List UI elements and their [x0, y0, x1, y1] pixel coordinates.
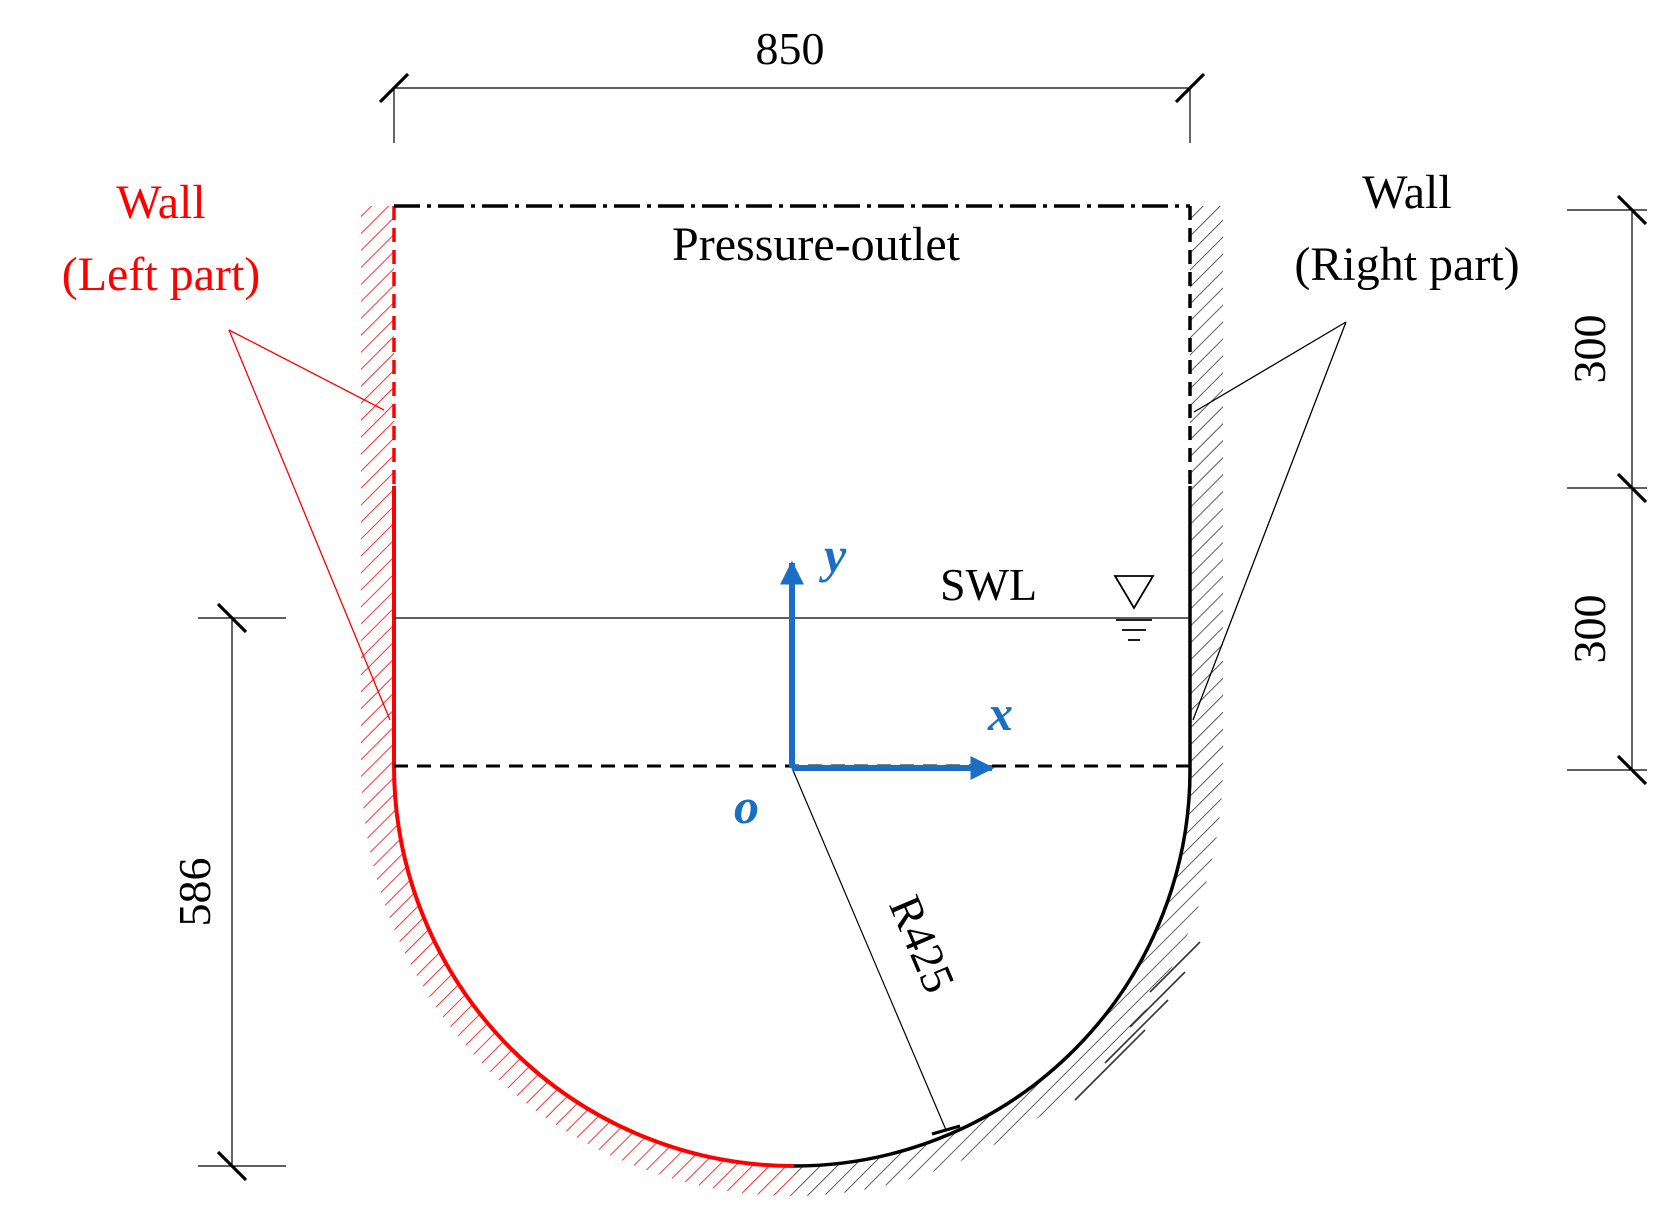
left-wall-leaders	[228, 329, 391, 721]
right-wall	[793, 206, 1192, 1168]
pressure-outlet-label: Pressure-outlet	[672, 218, 961, 271]
left-wall	[392, 206, 795, 1168]
right-wall-extra-hatch	[1074, 941, 1201, 1101]
radius-label: R425	[879, 888, 965, 1000]
swl-marker-icon	[1113, 575, 1155, 641]
height-dimension	[1567, 194, 1648, 786]
left-wall-label-line2: (Left part)	[62, 248, 261, 301]
x-axis-label: x	[987, 685, 1013, 741]
depth-dimension	[198, 602, 286, 1182]
lower-height-label: 300	[1564, 595, 1615, 664]
upper-height-label: 300	[1564, 315, 1615, 384]
width-dimension-label: 850	[756, 23, 825, 74]
swl-label: SWL	[940, 559, 1037, 610]
right-wall-label-line1: Wall	[1362, 166, 1451, 219]
depth-dimension-label: 586	[169, 858, 220, 927]
right-wall-leaders	[1192, 321, 1347, 721]
radius-line	[791, 767, 961, 1136]
origin-label: o	[734, 778, 759, 834]
width-dimension	[378, 72, 1206, 143]
left-wall-hatch	[361, 206, 794, 1197]
right-wall-label-line2: (Right part)	[1294, 238, 1519, 291]
left-wall-label-line1: Wall	[116, 176, 205, 229]
y-axis-label: y	[819, 527, 847, 583]
